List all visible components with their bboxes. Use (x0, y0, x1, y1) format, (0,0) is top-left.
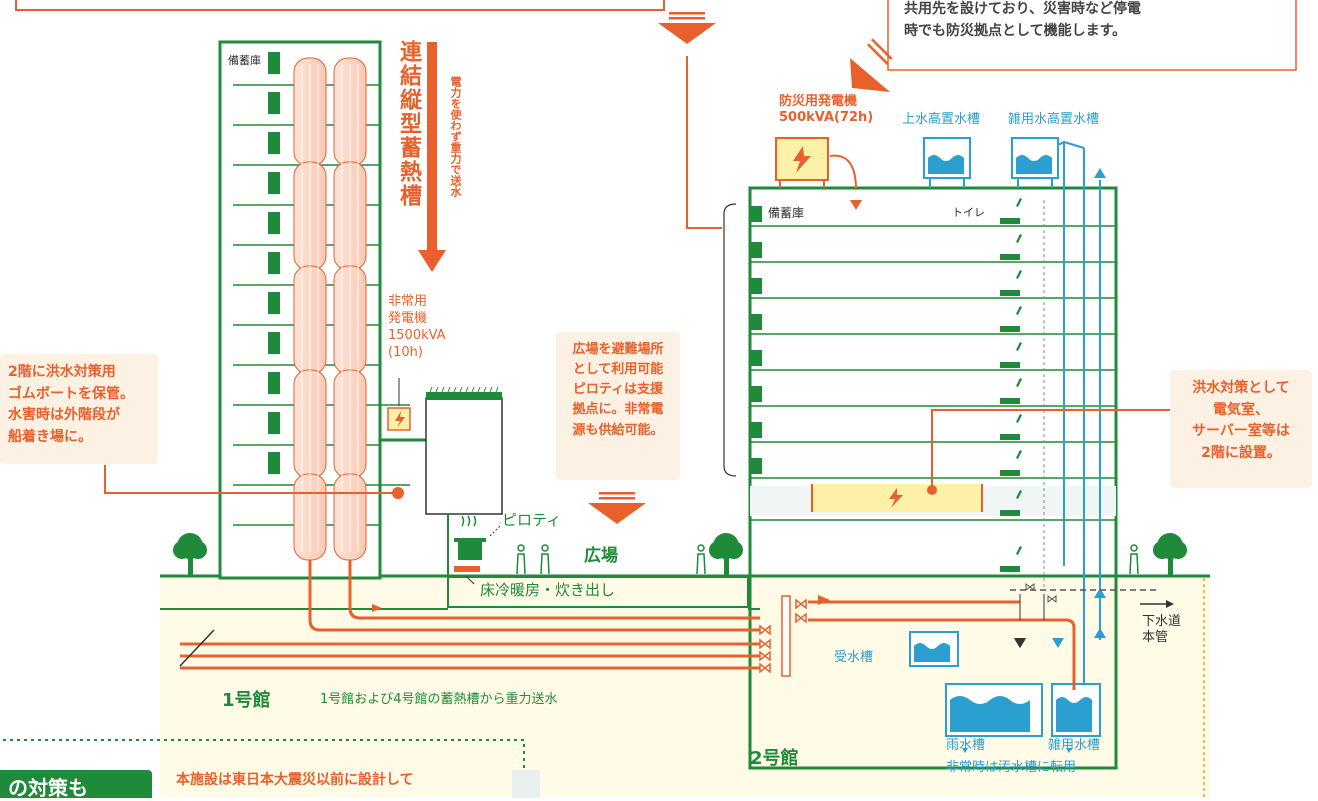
up-arrow-icon (1094, 168, 1106, 178)
gravity-feed-pipes (180, 560, 1076, 690)
thermal-storage-label: 連結縦型蓄熱槽 (396, 40, 421, 208)
diagonal-arrow-icon (850, 38, 893, 92)
gray-water-tank-label: 雑用水槽 (1048, 738, 1101, 753)
bracket (723, 203, 737, 477)
rain-tank-label: 雨水槽 (946, 738, 986, 753)
down-arrow-icon (658, 12, 716, 44)
gravity-feed-label: 1号館および4号館の蓄熱槽から重力送水 (320, 692, 558, 707)
gray-water-high-tank-label: 雑用水高置水槽 (1008, 112, 1100, 127)
building-2-floors (750, 225, 1116, 577)
building-2-label: 2号館 (750, 748, 799, 769)
bottom-note-text: 本施設は東日本大震災以前に設計して (176, 772, 414, 788)
sewer-main-label: 下水道 本管 (1142, 614, 1182, 645)
water-tank-icon (1011, 137, 1059, 188)
building-2-storage-blocks (750, 206, 762, 474)
receiving-tank-label: 受水槽 (834, 650, 874, 665)
bottom-tag (0, 770, 152, 798)
floor-heating-label: 床冷暖房・炊き出し (480, 581, 616, 599)
callout-plaza-evacuation: 広場を避難場所 として利用可能 ピロティは支援 拠点に。非常電 源も供給可能。 (556, 332, 680, 480)
water-tank-icon (923, 137, 971, 188)
disaster-generator-label: 防災用発電機 500kVA(72h) (779, 94, 874, 126)
callout-flood-electrical: 洪水対策として 電気室、 サーバー室等は 2階に設置。 (1170, 370, 1312, 488)
gravity-arrow-shaft (427, 42, 437, 252)
toilet-label: トイレ (952, 206, 985, 219)
receiving-tank-icon (909, 631, 959, 667)
storage-label-left: 備蓄庫 (228, 54, 261, 67)
callout-flood-boat: 2階に洪水対策用 ゴムボートを保管。 水害時は外階段が 船着き場に。 (0, 354, 158, 464)
lightning-icon (889, 488, 903, 508)
emergency-generator-label: 非常用 発電機 1500kVA (10h) (388, 294, 446, 360)
green-roof (426, 392, 502, 400)
person-icon (516, 544, 526, 575)
disaster-generator-icon (775, 137, 862, 210)
sewage-conversion-label: 非常時は汚水槽に転用 (946, 760, 1077, 775)
bottom-tag-label: の対策も (8, 776, 88, 800)
gravity-vertical-label: 電力を使わず重力で送水 (449, 76, 462, 197)
cooking-pot-icon (454, 515, 501, 572)
tree-icon (709, 533, 743, 576)
storage-label-right: 備蓄庫 (768, 206, 805, 220)
thermal-storage-columns (293, 57, 367, 561)
person-icon (696, 544, 706, 575)
down-arrow-icon (588, 492, 646, 524)
top-left-note-box (15, 0, 665, 11)
upper-water-tank-label: 上水高置水槽 (902, 112, 981, 127)
building-1-storage-blocks (268, 52, 280, 474)
right-callout-line (931, 409, 1170, 488)
gray-water-tank-icon (1051, 683, 1101, 737)
piloti-label: ピロティ (502, 511, 562, 529)
top-right-note: 共用先を設けており、災害時など停電 時でも防災拠点として機能します。 (904, 1, 1142, 40)
valve-icons (759, 595, 807, 677)
tree-icon (1153, 533, 1187, 576)
person-icon (1129, 544, 1139, 575)
rain-tank-icon (945, 683, 1043, 737)
top-right-note-box (887, 0, 1297, 71)
toilet-icons (1000, 198, 1022, 572)
plaza-label: 広場 (584, 546, 618, 566)
building-1-label: 1号館 (222, 690, 271, 711)
annex-building (425, 397, 503, 515)
gravity-arrow-head (418, 250, 446, 272)
left-callout-line (104, 465, 398, 494)
person-icon (540, 544, 550, 575)
sewer-arrow-icon (1166, 600, 1174, 608)
tree-icon (173, 533, 207, 576)
